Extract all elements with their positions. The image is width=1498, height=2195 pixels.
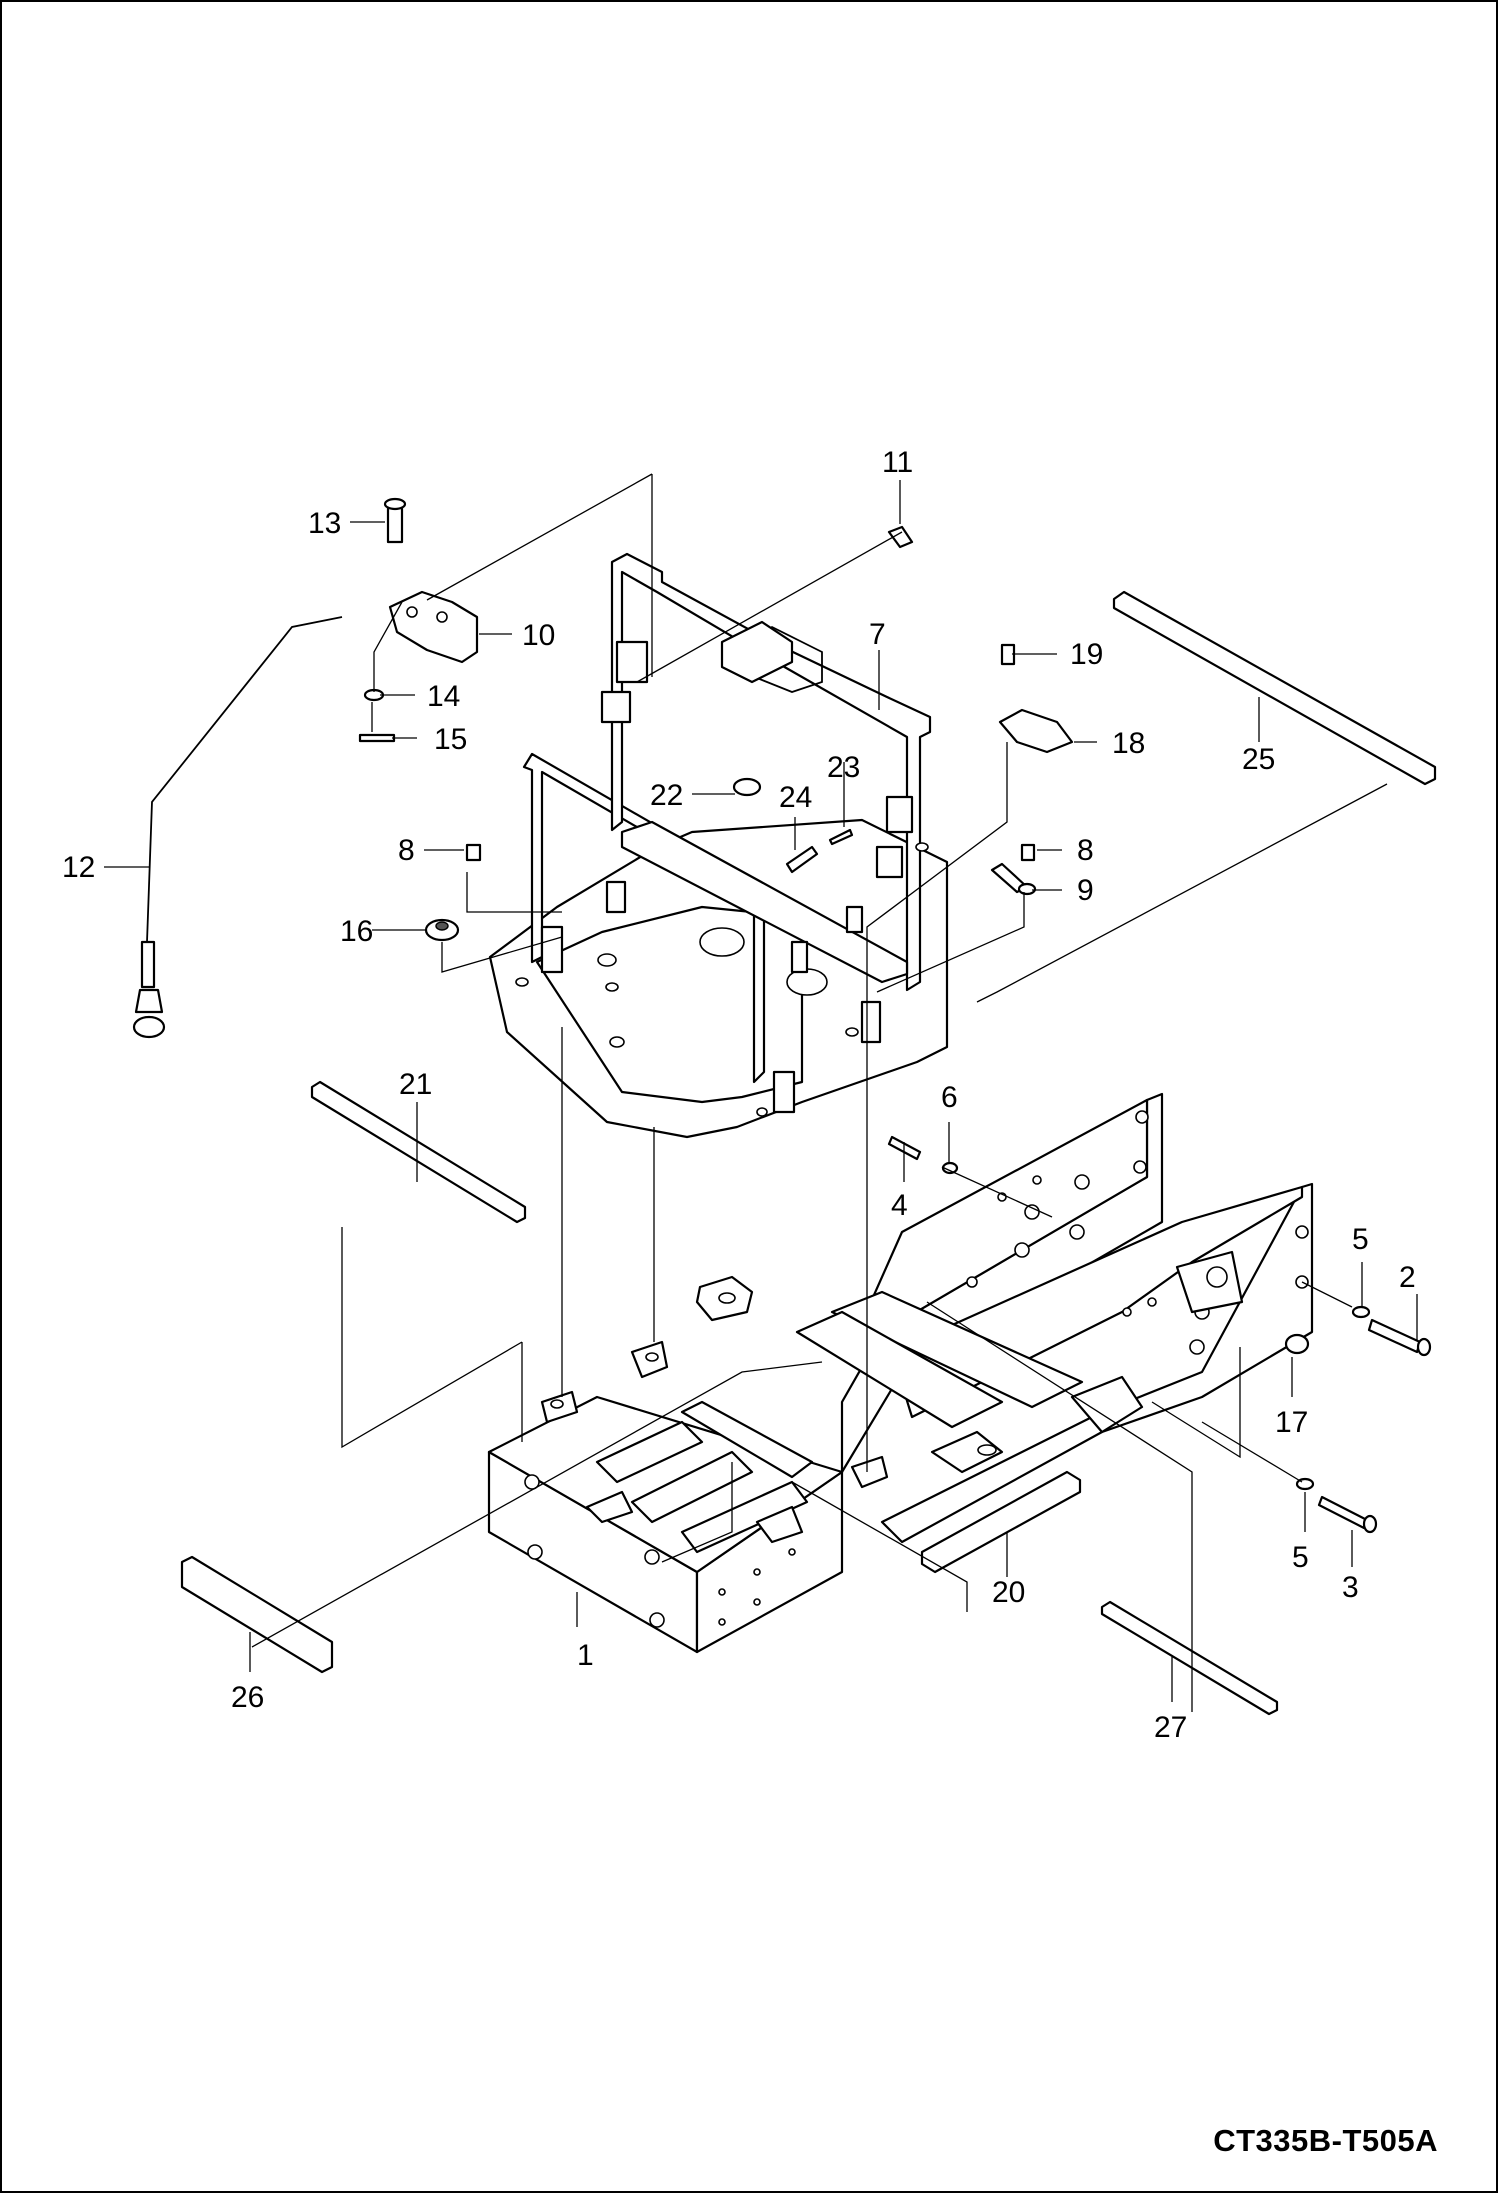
bolt-8-right: [1020, 843, 1036, 862]
latch-10: [388, 590, 479, 664]
bolt-11: [887, 525, 914, 549]
strip-25: [1112, 590, 1437, 786]
bolt-3: [1317, 1495, 1369, 1530]
plate-18: [998, 708, 1074, 754]
callout-5-upper: 5: [1352, 1223, 1369, 1256]
strip-27: [1100, 1600, 1279, 1716]
strip-21: [310, 1080, 527, 1224]
pad-26: [180, 1555, 334, 1674]
assembly-reference-lines: [251, 473, 1388, 1712]
bolt-19: [1000, 643, 1016, 666]
bolt-2: [1367, 1318, 1422, 1354]
callout-9: 9: [1077, 874, 1094, 907]
callout-24: 24: [779, 781, 812, 814]
plug-17: [1284, 1333, 1310, 1355]
callout-7: 7: [869, 618, 886, 651]
callout-27: 27: [1154, 1711, 1187, 1744]
callout-26: 26: [231, 1681, 264, 1714]
callout-13: 13: [308, 507, 341, 540]
callout-23: 23: [827, 751, 860, 784]
washer-9: [1017, 882, 1037, 896]
callout-15: 15: [434, 723, 467, 756]
callout-10: 10: [522, 619, 555, 652]
bolt-8-left: [465, 843, 482, 862]
strip-20: [920, 1470, 1082, 1574]
callout-8-left: 8: [398, 834, 415, 867]
callout-21: 21: [399, 1068, 432, 1101]
callout-17: 17: [1275, 1406, 1308, 1439]
spring-24: [785, 845, 819, 874]
callout-18: 18: [1112, 727, 1145, 760]
callout-1: 1: [577, 1639, 594, 1672]
cable-12: [146, 616, 343, 943]
callout-22: 22: [650, 779, 683, 812]
lower-frame-assembly: [487, 1092, 1314, 1654]
callout-4: 4: [891, 1189, 908, 1222]
callout-11: 11: [882, 446, 913, 479]
callout-leaders: [104, 480, 1418, 1702]
clip-22: [732, 777, 762, 797]
callout-25: 25: [1242, 743, 1275, 776]
callout-5-lower: 5: [1292, 1541, 1309, 1574]
callout-12: 12: [62, 851, 95, 884]
pin-15: [358, 733, 396, 743]
callout-19: 19: [1070, 638, 1103, 671]
pin-23: [828, 828, 854, 846]
callout-16: 16: [340, 915, 373, 948]
callout-20: 20: [992, 1576, 1025, 1609]
washer-5-upper: [1351, 1305, 1371, 1319]
callout-labels: 1 2 3 4 5 5 6 7 8 8 9 10 11 12 13 14 15 …: [62, 446, 1416, 1744]
callout-6: 6: [941, 1081, 958, 1114]
callout-2: 2: [1399, 1261, 1416, 1294]
bolt-13: [386, 505, 404, 544]
upper-bracket-assembly: [488, 552, 949, 1139]
callout-3: 3: [1342, 1571, 1359, 1604]
drawing-code: CT335B-T505A: [1213, 2123, 1438, 2158]
callout-8-right: 8: [1077, 834, 1094, 867]
callout-14: 14: [427, 680, 460, 713]
